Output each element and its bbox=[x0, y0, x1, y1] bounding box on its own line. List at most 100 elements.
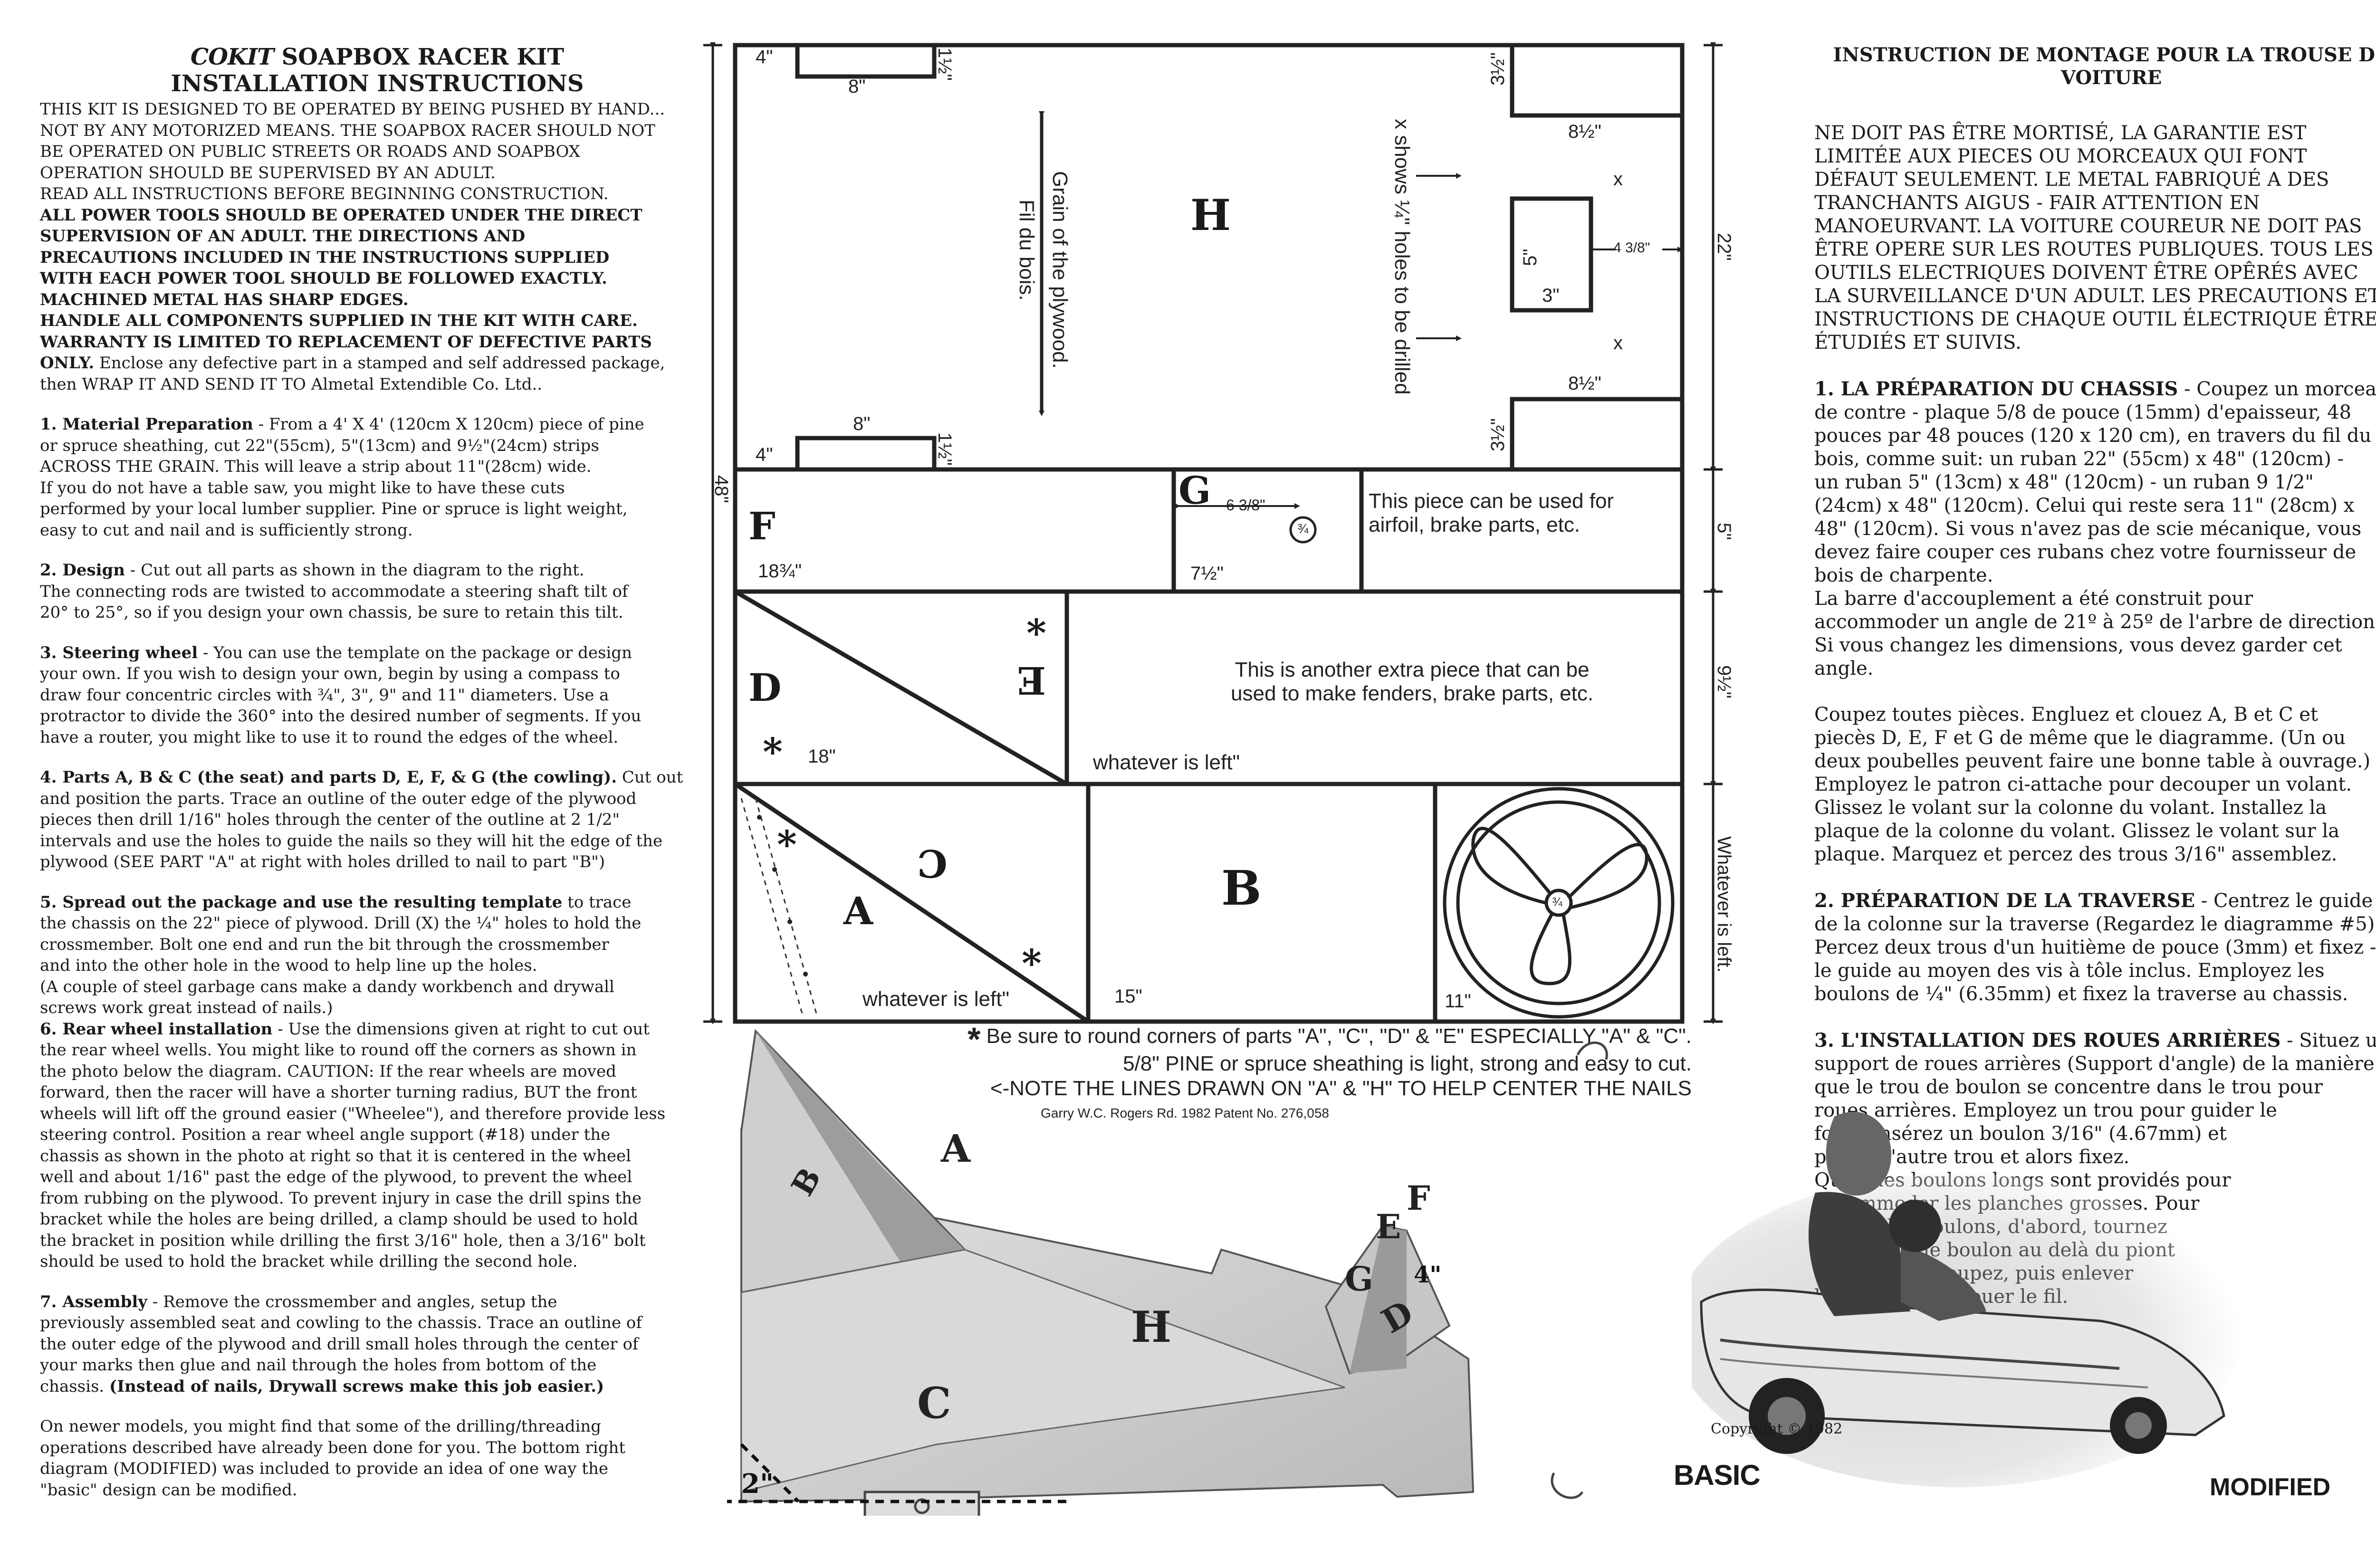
part-E-label: E bbox=[1017, 658, 1046, 703]
photo-part-G: G bbox=[1345, 1259, 1373, 1299]
step-7-body: - Remove the crossmember and angles, set… bbox=[40, 1292, 642, 1396]
part-F-label: F bbox=[748, 504, 776, 548]
photo-part-A: A bbox=[941, 1126, 971, 1171]
fender-note: This is another extra piece that can be … bbox=[1231, 658, 1594, 705]
step-4-body: Cut out and position the parts. Trace an… bbox=[40, 768, 683, 871]
basic-racer-photo: A B H C E F G D 4" 2" BASIC bbox=[708, 1026, 1761, 1522]
french-step-1-heading: 1. LA PRÉPARATION DU CHASSIS bbox=[1814, 378, 2178, 400]
french-step-1: 1. LA PRÉPARATION DU CHASSIS - Coupez un… bbox=[1814, 377, 2376, 680]
dim-5-center: 5" bbox=[1520, 249, 1541, 266]
french-intro: NE DOIT PAS ÊTRE MORTISÉ, LA GARANTIE ES… bbox=[1814, 122, 2376, 354]
dim-4-bottom: 4" bbox=[756, 444, 773, 465]
dim-34-hole: ¾ bbox=[1297, 521, 1309, 536]
warning-bold: ALL POWER TOOLS SHOULD BE OPERATED UNDER… bbox=[40, 205, 652, 373]
english-instructions: COKIT SOAPBOX RACER KIT INSTALLATION INS… bbox=[40, 44, 715, 1501]
wheel-center-dim: ¾ bbox=[1552, 895, 1562, 909]
part-D-label: D bbox=[748, 665, 782, 710]
pine-note: 5/8" PINE or spruce sheathing is light, … bbox=[1123, 1052, 1692, 1075]
dim-8-bottom: 8" bbox=[853, 413, 871, 434]
dim-3half-bottom: 3½" bbox=[1487, 418, 1508, 451]
newer-models-note: On newer models, you might find that som… bbox=[40, 1417, 625, 1500]
side-dim-5: 5" bbox=[1714, 523, 1734, 540]
dim-8half-top: 8½" bbox=[1568, 121, 1601, 142]
step-1-body: - From a 4' X 4' (120cm X 120cm) piece o… bbox=[40, 415, 644, 540]
dim-6-3-8: 6 3/8" bbox=[1226, 497, 1265, 514]
h-wheel-well-top bbox=[1510, 43, 1685, 118]
star-C: * bbox=[1022, 941, 1042, 985]
step-5-body: to trace the chassis on the 22" piece of… bbox=[40, 892, 642, 1018]
step-4: 4. Parts A, B & C (the seat) and parts D… bbox=[40, 767, 715, 873]
photo-part-C: C bbox=[917, 1378, 951, 1428]
side-dim-whatever: Whatever is left. bbox=[1714, 836, 1734, 973]
dim-3-center: 3" bbox=[1542, 285, 1560, 306]
dim-8-top: 8" bbox=[848, 76, 866, 97]
step-3-heading: 3. Steering wheel bbox=[40, 643, 198, 662]
part-B-label: B bbox=[1221, 860, 1262, 916]
english-title: COKIT SOAPBOX RACER KIT INSTALLATION INS… bbox=[40, 44, 715, 97]
dim-18: 18" bbox=[808, 746, 836, 767]
warning-tail: Enclose any defective part in a stamped … bbox=[40, 354, 665, 394]
photo-part-F: F bbox=[1407, 1178, 1430, 1218]
french-step-3-heading: 3. L'INSTALLATION DES ROUES ARRIÈRES bbox=[1814, 1029, 2281, 1052]
holes-note: x shows ¼" holes to be drilled bbox=[1390, 119, 1414, 395]
side-dim-9half: 9½" bbox=[1714, 665, 1734, 698]
step-7-heading: 7. Assembly bbox=[40, 1292, 148, 1311]
dim-4-top: 4" bbox=[756, 47, 773, 67]
grain-french: Fil du bois. bbox=[1015, 200, 1038, 301]
star-E: * bbox=[1026, 611, 1046, 655]
grain-english: Grain of the plywood. bbox=[1048, 171, 1072, 369]
whatever-left-2: whatever is left" bbox=[862, 987, 1010, 1011]
basic-racer-drawing bbox=[708, 1029, 1608, 1522]
h-wheel-well-bottom bbox=[1510, 397, 1685, 472]
step-2-heading: 2. Design bbox=[40, 561, 125, 580]
french-step-1-body: - Coupez un morceau de contre - plaque 5… bbox=[1814, 378, 2376, 679]
french-instructions: INSTRUCTION DE MONTAGE POUR LA TROUSE DE… bbox=[1814, 44, 2376, 1309]
dim-1half-top: 1½" bbox=[934, 48, 955, 81]
step-6-body: - Use the dimensions given at right to c… bbox=[40, 1019, 666, 1272]
star-note: * Be sure to round corners of parts "A",… bbox=[903, 1023, 1692, 1056]
side-dim-22: 22" bbox=[1714, 233, 1734, 261]
dim-3half-top: 3½" bbox=[1487, 52, 1508, 86]
modified-racer-drawing bbox=[1673, 1111, 2243, 1487]
part-C-label: C bbox=[917, 841, 948, 886]
brand-logo: COKIT bbox=[190, 44, 274, 70]
dim-1half-bottom: 1½" bbox=[934, 432, 955, 466]
plywood-outline bbox=[733, 43, 1685, 1024]
part-H-label: H bbox=[1190, 190, 1231, 240]
photo-dim-2in: 2" bbox=[741, 1468, 774, 1500]
star-bullet: * bbox=[968, 1021, 981, 1058]
dim-15: 15" bbox=[1114, 986, 1142, 1007]
airfoil-note: This piece can be used for airfoil, brak… bbox=[1369, 489, 1614, 536]
warning-paragraph: ALL POWER TOOLS SHOULD BE OPERATED UNDER… bbox=[40, 205, 715, 395]
star-note-text: Be sure to round corners of parts "A", "… bbox=[986, 1024, 1692, 1048]
modified-label: MODIFIED bbox=[2210, 1473, 2331, 1501]
step-6: 6. Rear wheel installation - Use the dim… bbox=[40, 1019, 715, 1272]
part-G-label: G bbox=[1178, 468, 1211, 513]
step-3: 3. Steering wheel - You can use the temp… bbox=[40, 642, 715, 748]
step-6-heading: 6. Rear wheel installation bbox=[40, 1019, 273, 1039]
dim-18-34: 18¾" bbox=[758, 561, 802, 582]
step-4-heading: 4. Parts A, B & C (the seat) and parts D… bbox=[40, 768, 617, 787]
h-notch-bottom bbox=[795, 436, 937, 472]
photo-part-E: E bbox=[1376, 1207, 1401, 1246]
french-step-2: 2. PRÉPARATION DE LA TRAVERSE - Centrez … bbox=[1814, 889, 2376, 1006]
title-line-1: SOAPBOX RACER KIT bbox=[281, 44, 565, 70]
lines-note: <-NOTE THE LINES DRAWN ON "A" & "H" TO H… bbox=[990, 1077, 1692, 1100]
dim-11: 11" bbox=[1445, 991, 1471, 1012]
step-5-heading: 5. Spread out the package and use the re… bbox=[40, 892, 563, 912]
dim-7half: 7½" bbox=[1190, 563, 1224, 584]
title-line-2: INSTALLATION INSTRUCTIONS bbox=[171, 70, 584, 97]
photo-dim-4in: 4" bbox=[1414, 1262, 1442, 1288]
h-notch-top bbox=[795, 43, 937, 79]
french-title: INSTRUCTION DE MONTAGE POUR LA TROUSE DE… bbox=[1833, 44, 2376, 89]
intro-paragraph: THIS KIT IS DESIGNED TO BE OPERATED BY B… bbox=[40, 100, 665, 203]
dim-4-3-8: 4 3/8" bbox=[1613, 240, 1650, 256]
step-2: 2. Design - Cut out all parts as shown i… bbox=[40, 560, 715, 623]
hole-mark-1: x bbox=[1613, 169, 1623, 190]
step-3-body: - You can use the template on the packag… bbox=[40, 643, 642, 747]
basic-label: BASIC bbox=[1674, 1459, 1761, 1491]
star-D: * bbox=[763, 729, 783, 774]
step-5: 5. Spread out the package and use the re… bbox=[40, 892, 715, 1019]
